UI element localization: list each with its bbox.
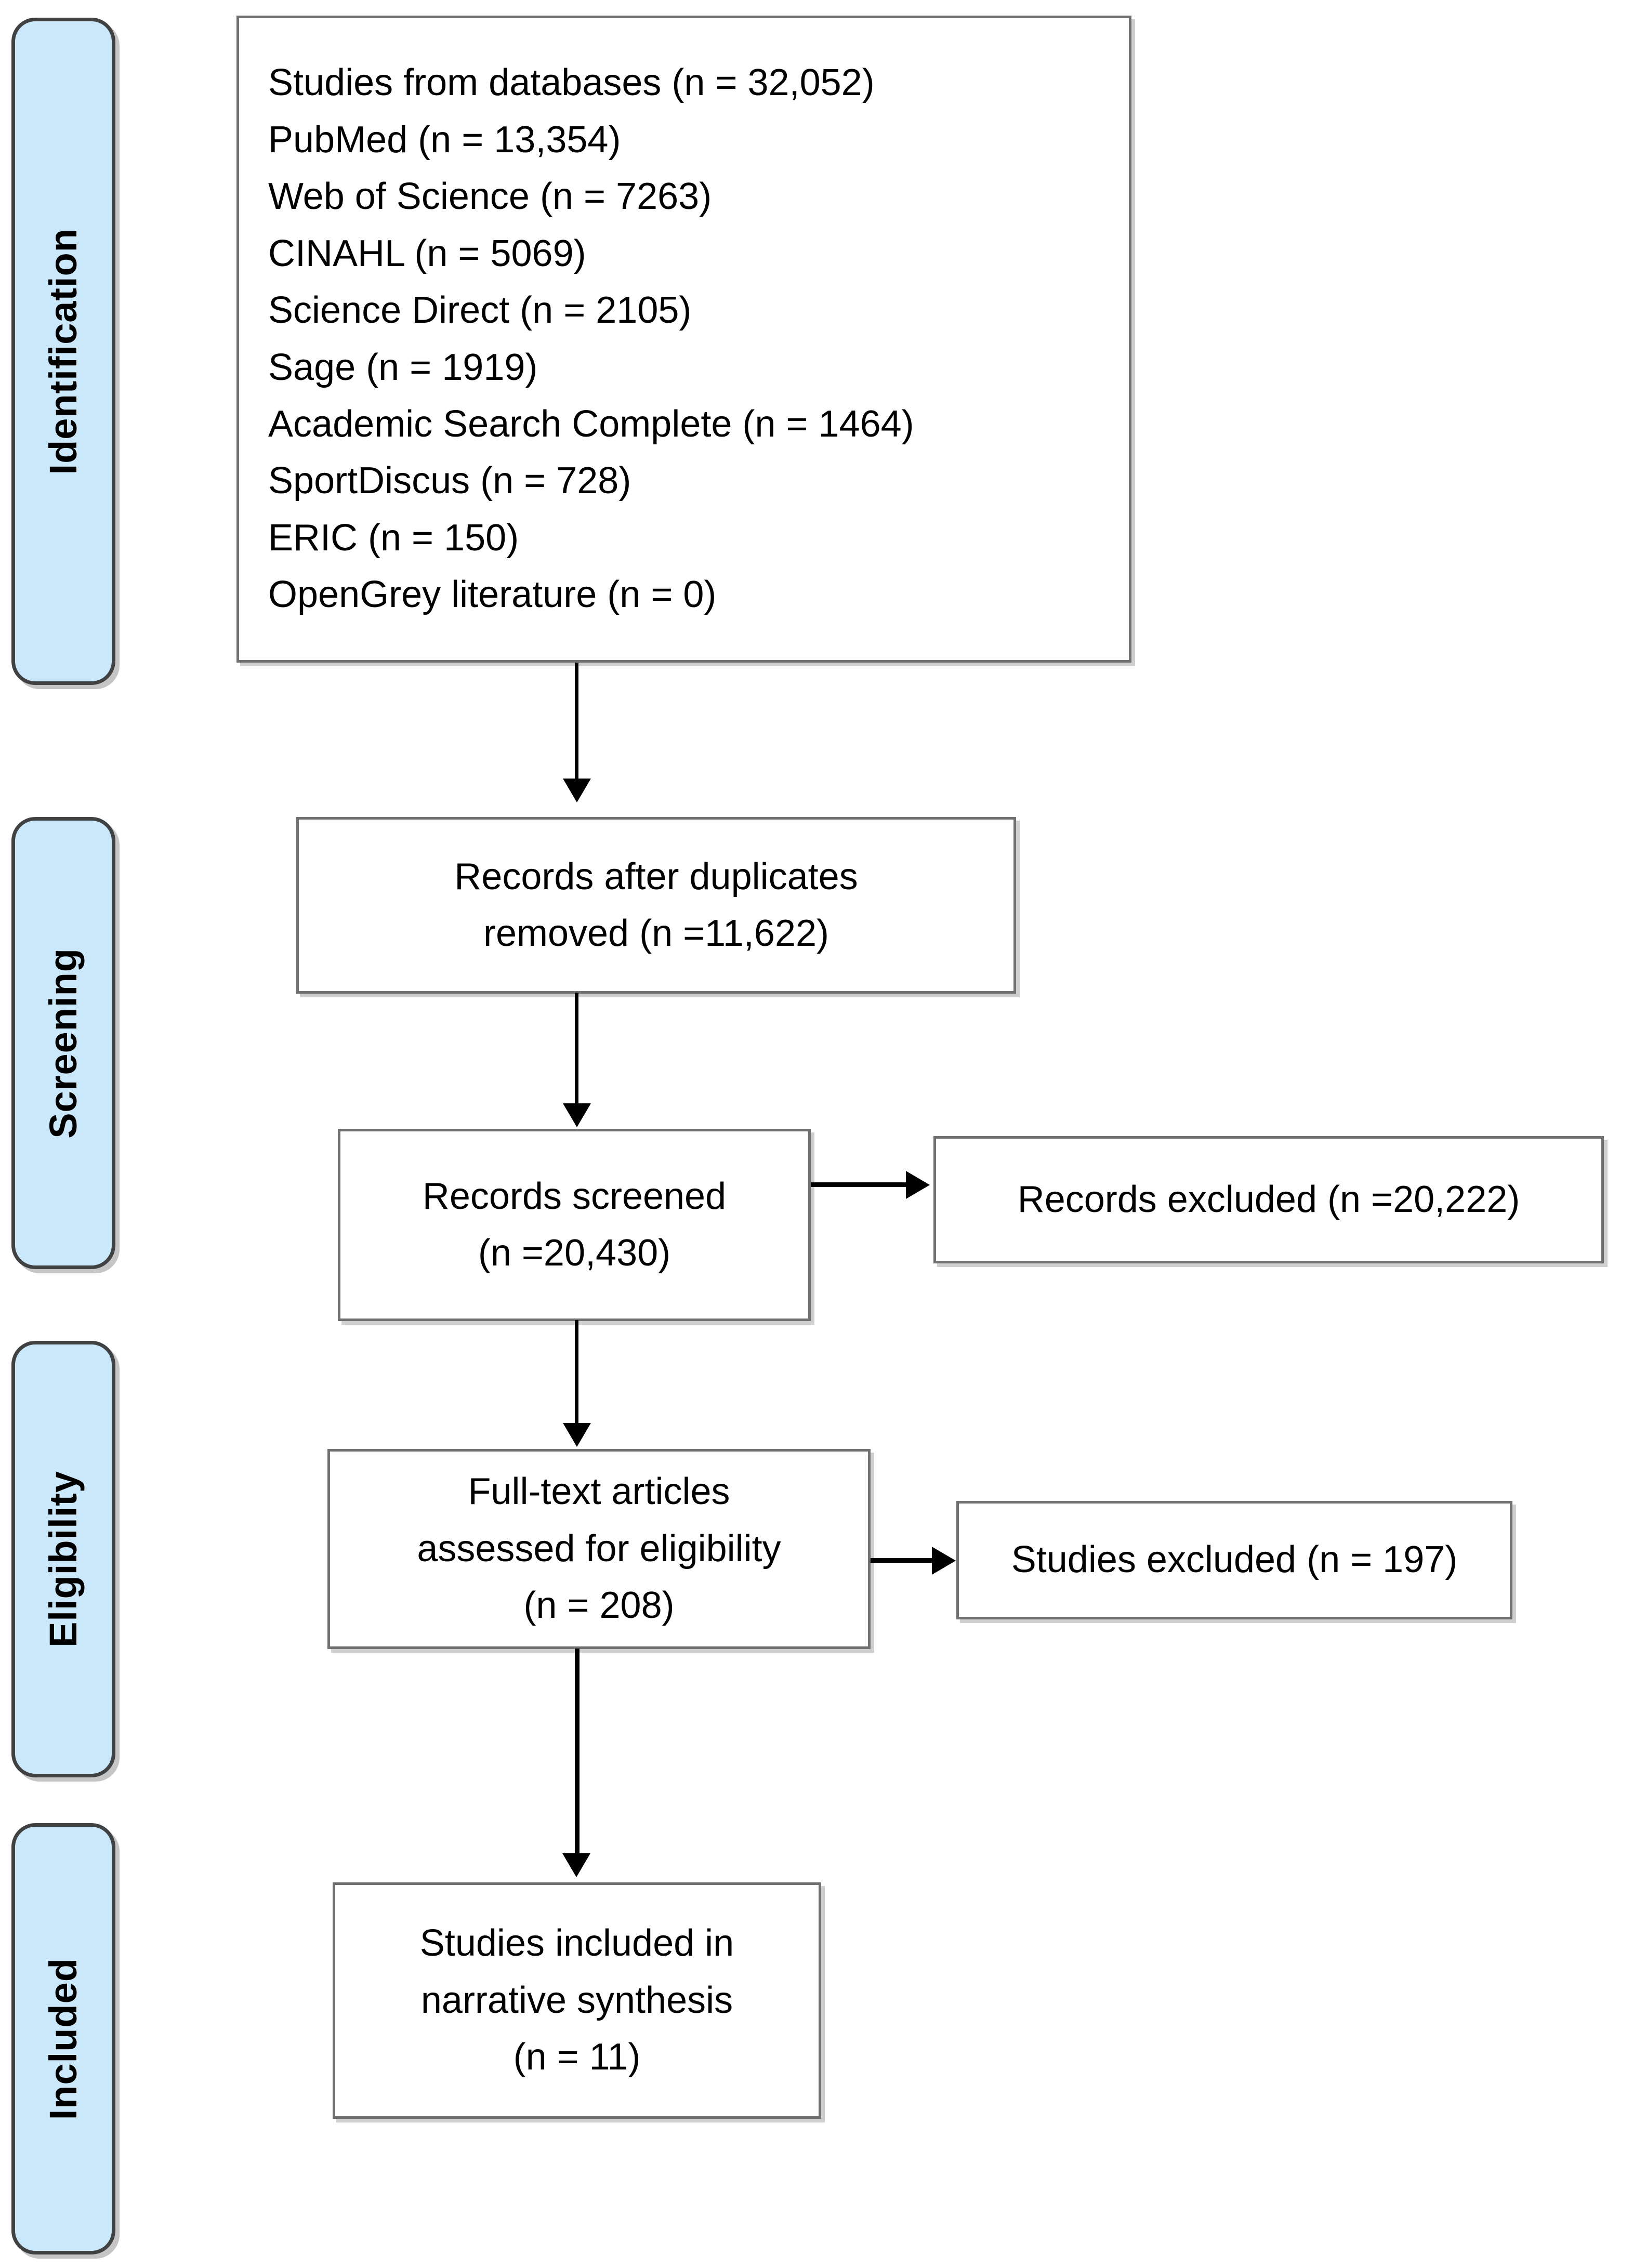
source-line-sage: Sage (n = 1919)	[268, 346, 538, 388]
stage-screening-label: Screening	[42, 947, 85, 1139]
source-line-eric: ERIC (n = 150)	[268, 517, 519, 559]
stage-eligibility-label: Eligibility	[42, 1471, 85, 1647]
records-excluded-box: Records excluded (n =20,222)	[933, 1136, 1604, 1263]
studies-excluded-line-1: Studies excluded (n = 197)	[1011, 1539, 1458, 1581]
stage-screening: Screening	[11, 817, 115, 1269]
source-line-pubmed: PubMed (n = 13,354)	[268, 118, 621, 161]
stage-identification-label: Identification	[42, 228, 85, 475]
studies-included-line-1: Studies included in	[419, 1922, 734, 1964]
source-line-science-direct: Science Direct (n = 2105)	[268, 289, 692, 332]
source-line-web-of-science: Web of Science (n = 7263)	[268, 176, 712, 218]
arrowhead-fulltext-to-studies-excluded	[932, 1547, 956, 1575]
fulltext-assessed-box: Full-text articles assessed for eligibil…	[327, 1449, 871, 1649]
studies-included-box: Studies included in narrative synthesis …	[333, 1882, 821, 2119]
fulltext-assessed-line-2: assessed for eligibility	[417, 1527, 781, 1570]
arrowhead-screened-to-fulltext	[563, 1423, 591, 1447]
duplicates-removed-line-1: Records after duplicates	[454, 855, 858, 898]
stage-included: Included	[11, 1823, 115, 2254]
fulltext-assessed-line-3: (n = 208)	[523, 1585, 675, 1627]
duplicates-removed-line-2: removed (n =11,622)	[483, 913, 829, 954]
connector-fulltext-to-included	[575, 1649, 580, 1856]
records-screened-line-1: Records screened	[422, 1175, 727, 1217]
arrowhead-screened-to-excluded	[906, 1171, 930, 1199]
connector-duplicates-to-screened	[575, 993, 578, 1104]
records-screened-line-2: (n =20,430)	[478, 1232, 671, 1274]
stage-identification: Identification	[11, 18, 115, 685]
arrowhead-identification-to-duplicates	[563, 779, 591, 802]
duplicates-removed-box: Records after duplicates removed (n =11,…	[296, 817, 1016, 994]
studies-included-line-3: (n = 11)	[513, 2036, 641, 2078]
connector-screened-to-fulltext	[575, 1320, 578, 1424]
fulltext-assessed-line-1: Full-text articles	[468, 1471, 730, 1513]
studies-included-line-2: narrative synthesis	[420, 1979, 733, 2021]
stage-eligibility: Eligibility	[11, 1341, 115, 1777]
records-excluded-line-1: Records excluded (n =20,222)	[1017, 1178, 1520, 1220]
connector-screened-to-excluded	[811, 1182, 907, 1187]
source-line-sportdiscus: SportDiscus (n = 728)	[268, 460, 631, 502]
source-line-cinahl: CINAHL (n = 5069)	[268, 232, 586, 274]
arrowhead-fulltext-to-included	[562, 1853, 590, 1877]
studies-excluded-box: Studies excluded (n = 197)	[956, 1501, 1512, 1619]
identification-sources-box: Studies from databases (n = 32,052) PubM…	[236, 16, 1131, 663]
source-line-academic-search-complete: Academic Search Complete (n = 1464)	[268, 403, 914, 445]
arrowhead-duplicates-to-screened	[563, 1103, 591, 1127]
connector-fulltext-to-studies-excluded	[871, 1558, 933, 1563]
source-line-opengrey: OpenGrey literature (n = 0)	[268, 574, 717, 616]
stage-included-label: Included	[42, 1957, 85, 2120]
source-line-studies-from-databases: Studies from databases (n = 32,052)	[268, 62, 875, 104]
records-screened-box: Records screened (n =20,430)	[338, 1129, 811, 1321]
connector-identification-to-duplicates	[575, 663, 578, 780]
